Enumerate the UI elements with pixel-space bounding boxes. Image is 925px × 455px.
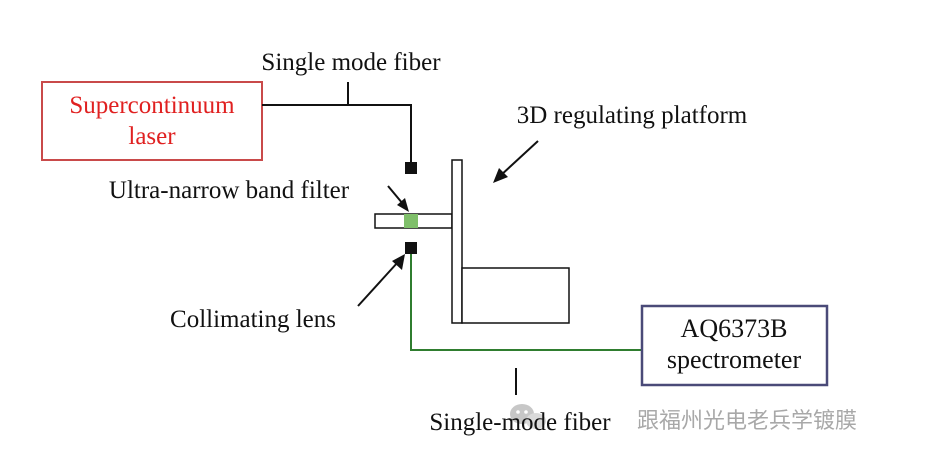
top-fiber bbox=[262, 104, 412, 162]
lens-label: Collimating lens bbox=[170, 306, 336, 333]
laser-box bbox=[41, 81, 263, 161]
filter-arrowhead bbox=[397, 198, 409, 212]
band-filter bbox=[404, 214, 418, 228]
platform-label: 3D regulating platform bbox=[517, 102, 748, 129]
filter-label: Ultra-narrow band filter bbox=[109, 177, 350, 204]
spectrometer-label-line2: spectrometer bbox=[667, 345, 802, 374]
bottom-fiber bbox=[410, 254, 642, 351]
top-fiber-label: Single mode fiber bbox=[261, 49, 441, 76]
laser-label-line2: laser bbox=[128, 123, 176, 150]
lens-arrow bbox=[357, 261, 399, 307]
lens-arrowhead bbox=[392, 254, 405, 270]
bottom-fiber-label: Single-mode fiber bbox=[429, 409, 611, 436]
lower-connector bbox=[405, 242, 417, 254]
upper-connector bbox=[405, 162, 417, 174]
platform-arrow bbox=[499, 140, 539, 177]
watermark-text: 跟福州光电老兵学镀膜 bbox=[637, 409, 857, 434]
spectrometer-box bbox=[640, 304, 829, 387]
wechat-icon bbox=[510, 404, 546, 429]
filter-arrow bbox=[387, 185, 404, 205]
platform-arrowhead bbox=[493, 168, 508, 183]
spectrometer-label-line1: AQ6373B bbox=[681, 314, 788, 343]
platform-base bbox=[461, 267, 570, 324]
laser-label-line1: Supercontinuum bbox=[69, 92, 235, 119]
platform-post bbox=[451, 159, 463, 324]
